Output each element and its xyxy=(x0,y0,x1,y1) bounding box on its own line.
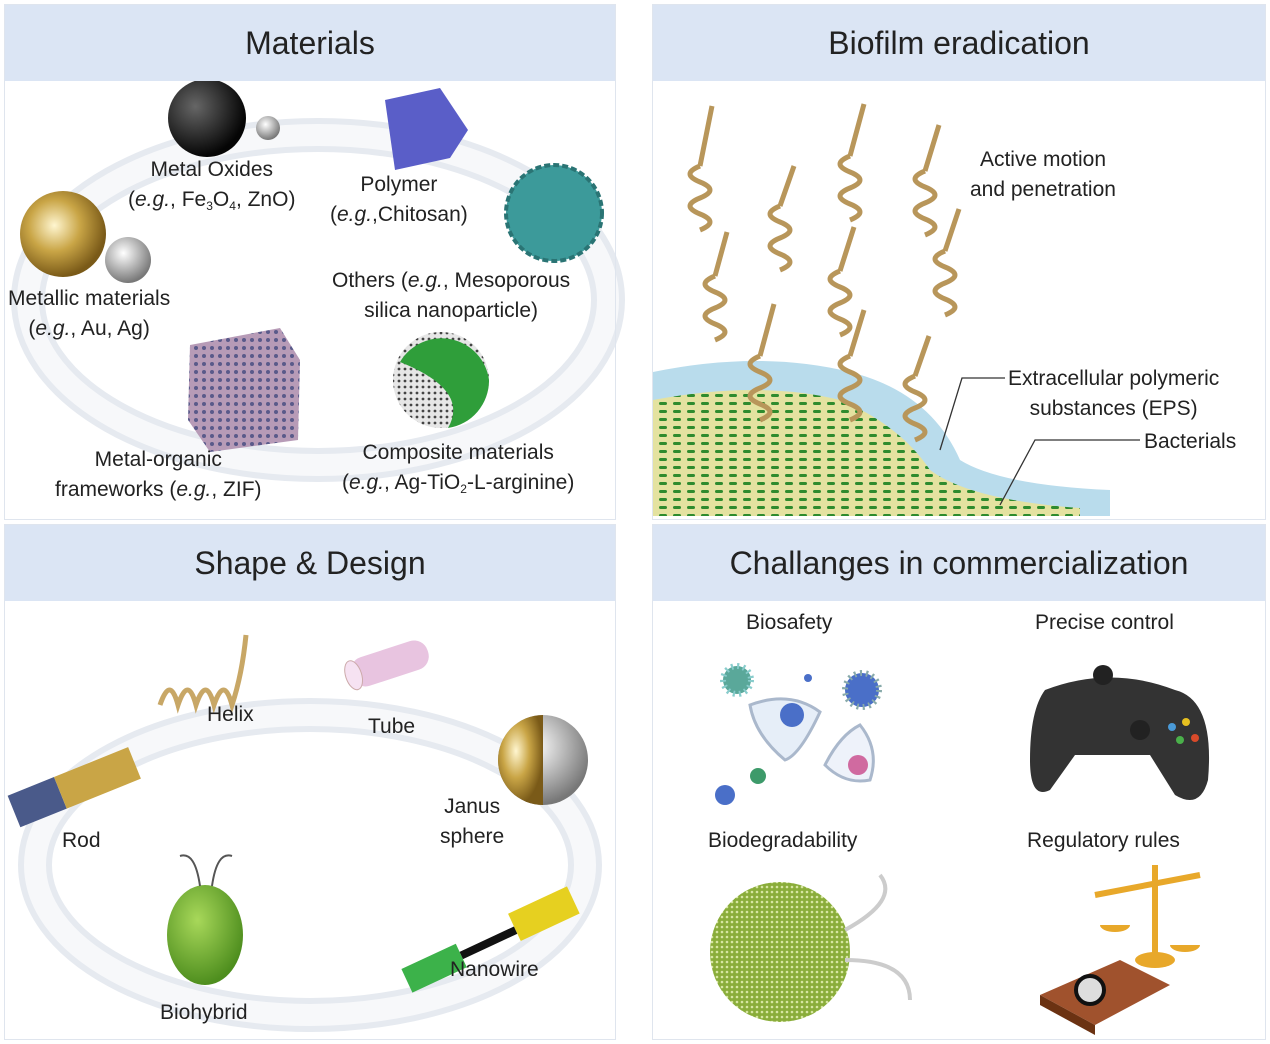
nanowire-shape xyxy=(401,886,580,993)
shape-panel: Shape & Design xyxy=(4,524,616,1040)
t: , Fe xyxy=(170,188,207,211)
label-helix: Helix xyxy=(207,703,254,726)
label-line: frameworks (e.g., ZIF) xyxy=(55,475,262,505)
challenges-panel: Challanges in commercialization xyxy=(652,524,1266,1040)
bacteria-layer xyxy=(653,390,1080,516)
label-tube: Tube xyxy=(368,715,416,738)
label-line: Metal-organic xyxy=(94,448,222,471)
t: 4 xyxy=(229,199,236,213)
label-line: and penetration xyxy=(970,178,1116,201)
label-metallic: Metallic materials (e.g., Au, Ag) xyxy=(8,284,170,344)
biofilm-panel: Biofilm eradication xyxy=(652,4,1266,520)
label-eps: Extracellular polymeric substances (EPS) xyxy=(1008,364,1219,424)
label-bacterials: Bacterials xyxy=(1144,430,1237,453)
helical-microrobots xyxy=(687,103,962,443)
t: , ZnO) xyxy=(235,188,296,211)
challenges-title: Challanges in commercialization xyxy=(653,525,1265,601)
label-line: Polymer xyxy=(360,173,438,196)
label-line: sphere xyxy=(440,825,505,848)
materials-title: Materials xyxy=(5,5,615,81)
materials-ring xyxy=(11,118,625,482)
mesoporous-particle xyxy=(504,163,604,263)
label-mof: Metal-organic frameworks (e.g., ZIF) xyxy=(55,445,262,505)
label-rod: Rod xyxy=(62,829,101,852)
label-line: Extracellular polymeric xyxy=(1008,367,1220,390)
tube-shape xyxy=(344,640,429,691)
label-line: (e.g., Fe3O4, ZnO) xyxy=(128,185,295,221)
metal-oxide-small-sphere xyxy=(256,116,280,140)
virus-icons xyxy=(715,663,882,805)
label-line: Others (e.g., Mesoporous xyxy=(332,266,570,296)
label-line: silica nanoparticle) xyxy=(364,299,539,322)
label-nanowire: Nanowire xyxy=(450,958,539,981)
game-controller-icon xyxy=(1030,665,1210,800)
biohybrid-flagella xyxy=(179,854,233,887)
label-precise-control: Precise control xyxy=(1035,611,1174,634)
label-line: Metal Oxides xyxy=(150,158,273,181)
composite-cap xyxy=(400,338,490,428)
label-biosafety: Biosafety xyxy=(746,611,833,634)
label-line: (e.g.,Chitosan) xyxy=(330,200,468,230)
label-line: (e.g., Au, Ag) xyxy=(8,314,170,344)
gold-sphere xyxy=(20,191,106,277)
t: ( xyxy=(342,471,349,494)
t: O xyxy=(212,188,230,211)
janus-gold-half xyxy=(498,715,543,805)
label-line: Composite materials xyxy=(362,441,554,464)
label-polymer: Polymer (e.g.,Chitosan) xyxy=(330,170,468,230)
scales-and-book-icon xyxy=(1040,865,1201,1035)
t: e.g. xyxy=(35,317,71,340)
materials-panel: Materials xyxy=(4,4,616,520)
t: 3 xyxy=(206,199,213,213)
metal-oxide-sphere xyxy=(168,79,246,157)
t: -L-arginine) xyxy=(466,471,575,494)
leader-lines xyxy=(939,377,1140,506)
t: , Au, Ag) xyxy=(70,317,150,340)
label-metal-oxides: Metal Oxides (e.g., Fe3O4, ZnO) xyxy=(128,155,295,221)
label-line: substances (EPS) xyxy=(1029,397,1198,420)
t: e.g. xyxy=(349,471,385,494)
shape-title: Shape & Design xyxy=(5,525,615,601)
helix-shape xyxy=(157,634,249,714)
t: e.g. xyxy=(337,203,373,226)
t: ( xyxy=(330,203,337,226)
biofilm-title: Biofilm eradication xyxy=(653,5,1265,81)
shape-ring xyxy=(18,698,602,1032)
label-line: Janus xyxy=(444,795,501,818)
polymer-sheet xyxy=(385,88,468,170)
t: ,Chitosan) xyxy=(372,203,468,226)
t: Others ( xyxy=(332,269,408,292)
label-line: (e.g., Ag-TiO2-L-arginine) xyxy=(342,468,574,504)
t: , ZIF) xyxy=(211,478,262,501)
label-janus: Janus sphere xyxy=(440,792,504,852)
t: ( xyxy=(128,188,135,211)
label-biohybrid: Biohybrid xyxy=(160,1001,248,1024)
t: ( xyxy=(28,317,36,340)
label-active-motion: Active motion and penetration xyxy=(970,145,1116,205)
t: e.g. xyxy=(176,478,212,501)
label-composite: Composite materials (e.g., Ag-TiO2-L-arg… xyxy=(342,438,574,504)
t: , Mesoporous xyxy=(442,269,571,292)
rod-shape xyxy=(7,747,141,828)
mof-crystal xyxy=(188,328,300,452)
biohybrid-cell xyxy=(167,885,243,985)
t: , Ag-TiO xyxy=(384,471,461,494)
label-others: Others (e.g., Mesoporous silica nanopart… xyxy=(332,266,570,326)
t: e.g. xyxy=(135,188,171,211)
label-biodegradability: Biodegradability xyxy=(708,829,858,852)
label-line: Metallic materials xyxy=(8,287,171,310)
t: frameworks ( xyxy=(55,478,177,501)
label-regulatory-rules: Regulatory rules xyxy=(1027,829,1180,852)
t: e.g. xyxy=(407,269,443,292)
silver-sphere xyxy=(105,237,151,283)
t: 2 xyxy=(460,482,467,496)
microorganism-icon xyxy=(710,873,912,1022)
label-line: Active motion xyxy=(979,148,1107,171)
